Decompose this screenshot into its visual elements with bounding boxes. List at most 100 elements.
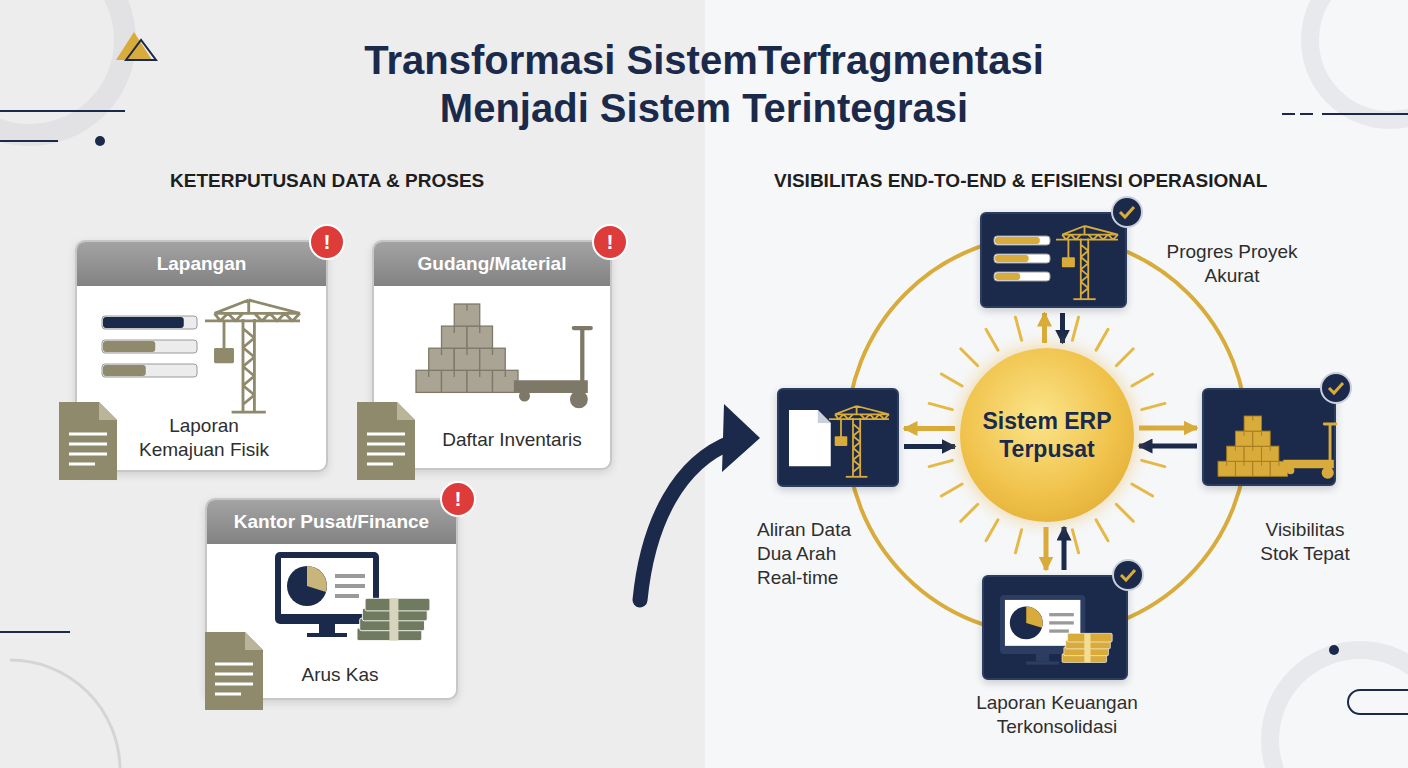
- node-icon: [779, 390, 901, 489]
- shape-rect: [1235, 461, 1252, 476]
- shape-path: [818, 410, 831, 423]
- section-heading: KETERPUTUSAN DATA & PROSES: [170, 170, 484, 192]
- connector-line: [1062, 527, 1067, 570]
- erp-hub-circle: Sistem ERP Terpusat: [960, 348, 1134, 522]
- shape-rect: [335, 594, 359, 598]
- shape-rect: [1218, 461, 1235, 476]
- document-icon: [789, 410, 831, 466]
- sun-ray: [1132, 374, 1153, 386]
- shape-line: [1244, 461, 1245, 466]
- shape-path: [307, 566, 327, 592]
- check-badge: [1112, 197, 1142, 227]
- pallet-jack: [516, 328, 591, 406]
- node-icon: [77, 242, 330, 472]
- shape-rect: [389, 598, 398, 640]
- deco-pill: [1348, 690, 1408, 714]
- crane-icon: [1056, 226, 1118, 299]
- shape-rect: [102, 364, 197, 377]
- deco-dot: [1329, 645, 1339, 655]
- shape-line: [479, 370, 480, 377]
- shape-line: [428, 370, 429, 377]
- source-card: Gudang/MaterialDaftar Inventaris: [372, 240, 612, 470]
- shape-line: [1261, 461, 1262, 466]
- card-header: Kantor Pusat/Finance: [207, 500, 456, 544]
- shape-rect: [1227, 446, 1244, 461]
- module-box: Aliran Data Dua Arah Real-time: [777, 388, 899, 487]
- shape-path: [357, 402, 415, 480]
- shape-rect: [1049, 621, 1074, 624]
- title: Transformasi SistemTerfragmentasi Menjad…: [309, 36, 1099, 132]
- caption-text: Laporan Keuangan Terkonsolidasi: [956, 691, 1158, 739]
- shape-line: [479, 326, 480, 333]
- shape-rect: [103, 317, 184, 328]
- transform-arrow-head: [722, 404, 760, 472]
- shape-rect: [1253, 431, 1270, 446]
- shape-rect: [335, 574, 365, 578]
- shape-rect: [480, 348, 506, 370]
- sun-ray: [1015, 530, 1021, 553]
- shape-path: [1324, 424, 1336, 460]
- caption-text: Aliran Data Dua Arah Real-time: [757, 518, 869, 590]
- document-icon: [357, 402, 415, 480]
- deco-ring: [1310, 0, 1408, 120]
- pallet-jack: [1285, 424, 1336, 477]
- deco-ring: [1270, 650, 1408, 768]
- shape-line: [454, 326, 455, 333]
- shape-path: [516, 382, 586, 391]
- shape-path: [205, 300, 300, 321]
- sun-ray: [1116, 349, 1133, 366]
- document-icon: [59, 402, 117, 480]
- shape-path: [829, 406, 889, 419]
- sun-ray: [1142, 460, 1165, 466]
- sun-ray: [986, 329, 998, 350]
- shape-path: [846, 476, 868, 478]
- shape-path: [69, 434, 107, 464]
- connector-line: [1060, 313, 1065, 343]
- shape-path: [1056, 226, 1118, 240]
- shape-path: [205, 632, 263, 710]
- deco-line: [0, 110, 125, 112]
- sun-ray: [1116, 504, 1133, 521]
- source-card: LapanganLaporan Kemajuan Fisik: [75, 240, 328, 472]
- transform-arrow: [640, 442, 732, 600]
- alert-circle: [310, 225, 344, 259]
- shape-line: [454, 370, 455, 377]
- deco-line: [1300, 113, 1313, 115]
- connector-line: [1139, 444, 1197, 449]
- shape-line: [1261, 431, 1262, 436]
- shape-path: [245, 632, 263, 650]
- shape-line: [1270, 446, 1271, 451]
- alert-circle: [593, 225, 627, 259]
- shape-rect: [335, 584, 365, 588]
- shape-path: [796, 433, 823, 455]
- alert-mark: !: [441, 482, 475, 516]
- connector-line: [1042, 313, 1047, 343]
- deco-dot: [95, 136, 105, 146]
- sun-ray: [1142, 403, 1165, 409]
- shape-path: [223, 321, 226, 350]
- module-box: Visibilitas Stok Tepat: [1202, 388, 1336, 486]
- shape-rect: [1049, 629, 1069, 632]
- connector: [904, 429, 955, 447]
- shape-rect: [1084, 633, 1090, 662]
- module-box: Laporan Keuangan Terkonsolidasi: [982, 575, 1128, 680]
- shape-rect: [1036, 654, 1049, 661]
- shape-rect: [102, 316, 197, 329]
- deco-line: [0, 631, 70, 633]
- shape-rect: [1244, 446, 1261, 461]
- source-card: Kantor Pusat/FinanceArus Kas: [205, 498, 458, 700]
- money-stack: [357, 598, 430, 640]
- shape-path: [574, 328, 591, 381]
- shape-line: [466, 348, 467, 355]
- shape-path: [1073, 298, 1095, 300]
- shape-path: [1120, 207, 1134, 217]
- caption-text: Progres Proyek Akurat: [1157, 240, 1307, 288]
- sun-rays: [929, 317, 1165, 553]
- shape-rect: [442, 370, 468, 392]
- shape-line: [466, 304, 467, 311]
- shape-rect: [215, 349, 232, 361]
- shape-line: [1244, 431, 1245, 436]
- deco-line: [1282, 113, 1295, 115]
